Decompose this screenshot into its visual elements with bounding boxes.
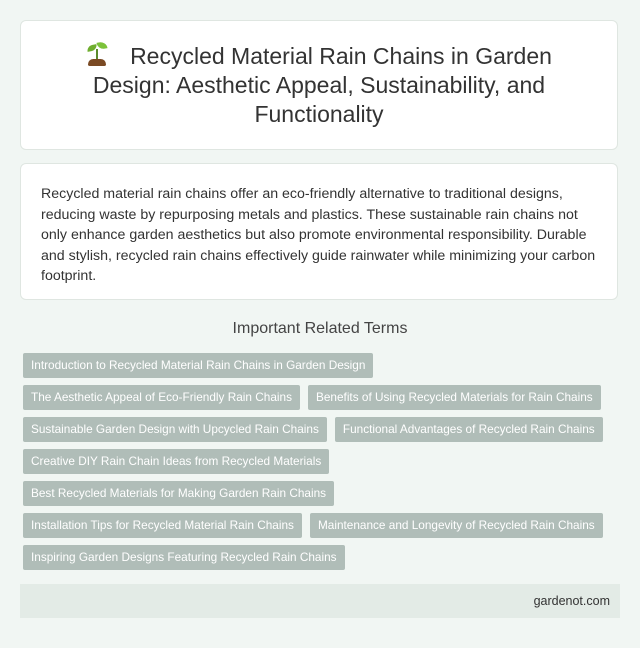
footer: gardenot.com [20,584,620,618]
tag-row: The Aesthetic Appeal of Eco-Friendly Rai… [23,385,623,410]
tag-row: Creative DIY Rain Chain Ideas from Recyc… [23,449,623,474]
page-title-text: Recycled Material Rain Chains in Garden … [92,43,552,127]
title-card: Recycled Material Rain Chains in Garden … [20,20,618,150]
summary-text: Recycled material rain chains offer an e… [41,186,596,285]
tag-row: Introduction to Recycled Material Rain C… [23,353,623,378]
footer-site-link[interactable]: gardenot.com [533,594,610,608]
tag-row: Sustainable Garden Design with Upcycled … [23,417,623,442]
sprout-icon [86,41,108,67]
related-term-tag[interactable]: Installation Tips for Recycled Material … [23,513,302,538]
related-term-tag[interactable]: Sustainable Garden Design with Upcycled … [23,417,327,442]
related-terms-list: Introduction to Recycled Material Rain C… [23,353,623,577]
tag-row: Inspiring Garden Designs Featuring Recyc… [23,545,623,570]
related-terms-heading: Important Related Terms [232,320,408,337]
summary-card: Recycled material rain chains offer an e… [20,163,618,300]
related-term-tag[interactable]: The Aesthetic Appeal of Eco-Friendly Rai… [23,385,300,410]
related-term-tag[interactable]: Introduction to Recycled Material Rain C… [23,353,374,378]
tag-row: Installation Tips for Recycled Material … [23,513,623,538]
related-term-tag[interactable]: Creative DIY Rain Chain Ideas from Recyc… [23,449,330,474]
related-term-tag[interactable]: Inspiring Garden Designs Featuring Recyc… [23,545,345,570]
related-term-tag[interactable]: Functional Advantages of Recycled Rain C… [334,417,603,442]
tag-row: Best Recycled Materials for Making Garde… [23,481,623,506]
page-title: Recycled Material Rain Chains in Garden … [59,41,579,129]
related-term-tag[interactable]: Best Recycled Materials for Making Garde… [23,481,335,506]
related-term-tag[interactable]: Maintenance and Longevity of Recycled Ra… [309,513,603,538]
related-term-tag[interactable]: Benefits of Using Recycled Materials for… [307,385,601,410]
